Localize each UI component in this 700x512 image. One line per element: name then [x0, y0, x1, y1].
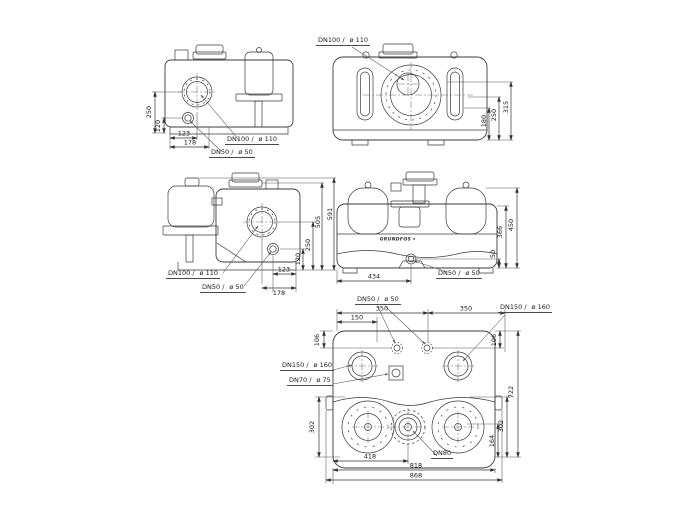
port-label-dn100: DN100 / ø 110: [316, 37, 370, 46]
dim-height-106-right: 106: [489, 333, 498, 347]
port-label-size: ø 110: [349, 36, 368, 44]
port-label-size: ø 110: [199, 269, 218, 277]
port-label-dn: DN100 /: [227, 135, 254, 143]
dim-height-722: 722: [506, 385, 515, 399]
port-label-size: ø 50: [238, 148, 253, 156]
dim-width-434: 434: [367, 272, 381, 281]
port-label-dn70: DN70 / ø 75: [287, 377, 333, 386]
dim-width-818: 818: [409, 461, 423, 470]
dim-width-123: 123: [277, 265, 291, 274]
dim-height-302-left: 302: [307, 420, 316, 434]
side-view-c: [162, 172, 336, 292]
port-label-size: ø 50: [384, 295, 399, 303]
plan-view-e: [315, 306, 521, 484]
dim-height-250: 250: [489, 108, 498, 122]
port-label-size: ø 160: [313, 361, 332, 369]
port-label-dn100: DN100 / ø 110: [225, 136, 279, 145]
port-label-size: ø 50: [229, 283, 244, 291]
dim-height-450: 450: [506, 218, 515, 232]
brand-mark-icon: ✕: [412, 237, 417, 243]
dim-width-350-left: 350: [375, 304, 389, 313]
dim-height-591: 591: [325, 207, 334, 221]
port-label-dn: DN150 /: [282, 361, 309, 369]
port-label-size: ø 110: [258, 135, 277, 143]
port-label-dn50: DN50 / ø 50: [209, 149, 255, 158]
grundfos-logo: GRUNDFOS ✕: [379, 237, 417, 244]
port-label-dn: DN50 /: [202, 283, 225, 291]
port-label-dn: DN50 /: [211, 148, 234, 156]
port-label-size: ø 75: [316, 376, 331, 384]
dim-height-302-right: 302: [496, 419, 505, 433]
dim-width-123: 123: [177, 129, 191, 138]
brand-name: GRUNDFOS: [379, 237, 412, 243]
port-label-dn80: DN80: [431, 449, 454, 459]
dim-height-120: 120: [293, 252, 302, 266]
port-label-dn150-left: DN150 / ø 160: [280, 362, 334, 371]
dim-height-164: 164: [487, 434, 496, 448]
dim-width-350-right: 350: [459, 304, 473, 313]
port-label-dn: DN150 /: [500, 303, 527, 311]
port-label-dn: DN50 /: [438, 269, 461, 277]
dim-width-150: 150: [350, 313, 364, 322]
port-label-dn: DN50 /: [357, 295, 380, 303]
dim-height-180: 180: [479, 114, 488, 128]
port-label-dn150-right: DN150 / ø 160: [498, 304, 552, 313]
dim-width-868: 868: [409, 471, 423, 480]
side-view-a: [152, 44, 294, 152]
dim-width-178: 178: [272, 289, 286, 297]
dim-width-178: 178: [183, 138, 197, 147]
dim-height-366: 366: [495, 225, 504, 239]
dim-height-250: 250: [144, 105, 153, 119]
dim-width-418: 418: [363, 452, 377, 461]
dim-height-250: 250: [303, 238, 312, 252]
port-label-dn50: DN50 / ø 50: [200, 284, 246, 293]
port-label-dn: DN100 /: [168, 269, 195, 277]
port-label-dn50: DN50 / ø 50: [436, 270, 482, 279]
end-view-b: [332, 43, 513, 146]
port-label-dn: DN70 /: [289, 376, 312, 384]
dim-height-315: 315: [501, 100, 510, 114]
port-label-dn: DN100 /: [318, 36, 345, 44]
port-label-dn100: DN100 / ø 110: [166, 270, 220, 279]
dim-height-106-left: 106: [312, 333, 321, 347]
dim-height-50: 50: [488, 249, 497, 259]
front-view-d: [336, 171, 520, 284]
dim-height-120: 120: [153, 119, 162, 133]
port-label-dn50: DN50 / ø 50: [355, 296, 401, 305]
port-label-size: ø 160: [531, 303, 550, 311]
port-label-size: ø 50: [465, 269, 480, 277]
port-label-dn: DN80: [433, 449, 452, 457]
dim-height-505: 505: [313, 215, 322, 229]
